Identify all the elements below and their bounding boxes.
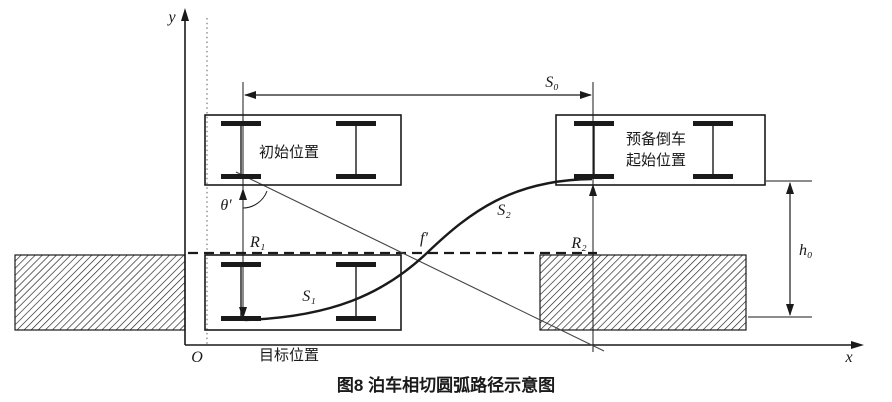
y-axis-label: y	[166, 9, 176, 26]
car-initial-label: 初始位置	[259, 144, 319, 161]
wheel-bar	[221, 174, 261, 179]
wheel-bar	[336, 174, 376, 179]
theta-angle-arc	[242, 190, 268, 209]
wheel-bar	[693, 174, 733, 179]
car-target-label: 目标位置	[259, 347, 319, 364]
y-axis-arrow-icon	[181, 8, 189, 21]
wheel-bar	[336, 121, 376, 126]
car-reverse-start-label-line2: 起始位置	[626, 152, 686, 169]
wheel-bar	[693, 121, 733, 126]
theta-label: θ′	[220, 197, 232, 214]
r2-label: R₂	[570, 235, 587, 252]
obstacle-left-hatched	[14, 254, 186, 331]
obstacle-right-hatched	[539, 254, 747, 331]
s0-label: S₀	[545, 74, 559, 91]
wheel-bar	[336, 316, 376, 321]
car-initial-body	[204, 114, 402, 186]
wheel-bar	[574, 121, 614, 126]
figure-caption: 图8 泊车相切圆弧路径示意图	[337, 375, 555, 395]
h0-arrow-up-icon	[786, 182, 794, 194]
s0-arrow-right-icon	[580, 91, 592, 99]
wheel-bar	[221, 316, 261, 321]
car-target: 目标位置	[204, 254, 402, 364]
h0-label: h₀	[799, 242, 813, 259]
r1-label: R₁	[249, 234, 265, 251]
wheel-bar	[221, 121, 261, 126]
h0-arrow-down-icon	[786, 304, 794, 316]
s0-arrow-left-icon	[244, 91, 256, 99]
parking-s-curve	[244, 177, 593, 322]
car-reverse-start-label-line1: 预备倒车	[626, 131, 686, 148]
car-reverse-start: 预备倒车 起始位置	[555, 114, 766, 186]
tangent-point-label: f′	[420, 230, 428, 247]
x-axis-arrow-icon	[851, 341, 864, 349]
wheel-bar	[336, 262, 376, 267]
r1-arrow-down-icon	[239, 307, 247, 319]
s2-label: S₂	[497, 202, 511, 219]
s1-label: S₁	[302, 288, 316, 305]
car-target-body	[204, 254, 402, 331]
x-axis-label: x	[844, 349, 852, 366]
wheel-bar	[574, 174, 614, 179]
r1-arrow-up-icon	[239, 188, 247, 200]
center-connect-diagonal-line	[235, 171, 605, 352]
origin-label: O	[191, 349, 203, 366]
car-initial: 初始位置	[204, 114, 402, 186]
r2-arrow-up-icon	[589, 184, 597, 196]
car-reverse-start-body	[555, 114, 766, 186]
wheel-bar	[221, 262, 261, 267]
